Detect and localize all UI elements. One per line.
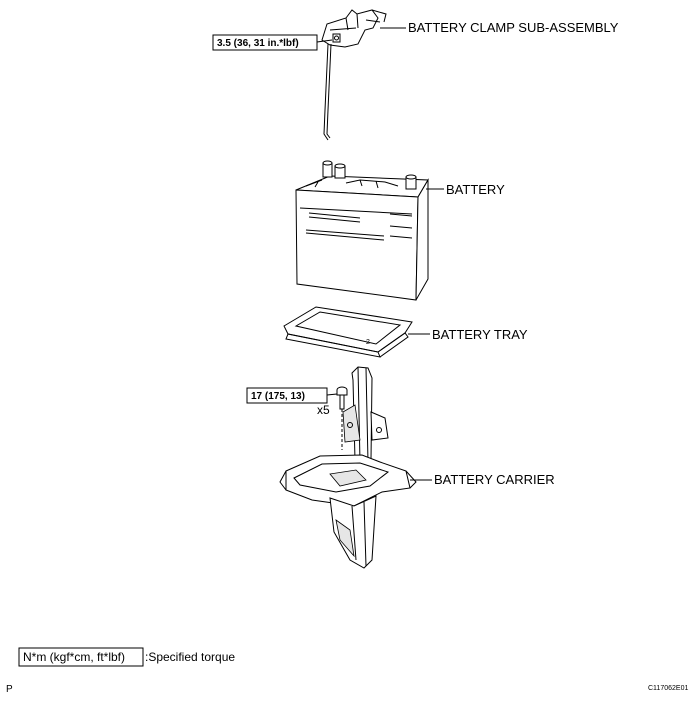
tray-label: BATTERY TRAY xyxy=(432,327,528,342)
figure-code: C117062E01 xyxy=(648,685,688,692)
page-marker: P xyxy=(6,684,13,695)
carrier-torque-box xyxy=(246,387,328,404)
carrier-label: BATTERY CARRIER xyxy=(434,472,555,487)
clamp-torque-box xyxy=(212,34,318,51)
carrier-bolt-quantity: x5 xyxy=(317,403,330,417)
battery-drawing xyxy=(295,160,444,301)
svg-text:2: 2 xyxy=(366,339,370,346)
legend-description: :Specified torque xyxy=(145,650,235,664)
clamp-torque-value: 3.5 (36, 31 in.*lbf) xyxy=(217,38,299,49)
clamp-label: BATTERY CLAMP SUB-ASSEMBLY xyxy=(408,20,619,35)
battery-label: BATTERY xyxy=(446,182,505,197)
legend-unit-box xyxy=(18,647,144,667)
battery-carrier-drawing xyxy=(279,366,432,569)
battery-clamp-drawing xyxy=(321,9,406,141)
carrier-torque-value: 17 (175, 13) xyxy=(251,391,305,402)
battery-tray-drawing: 2 xyxy=(283,306,430,358)
legend-unit-text: N*m (kgf*cm, ft*lbf) xyxy=(23,650,125,664)
